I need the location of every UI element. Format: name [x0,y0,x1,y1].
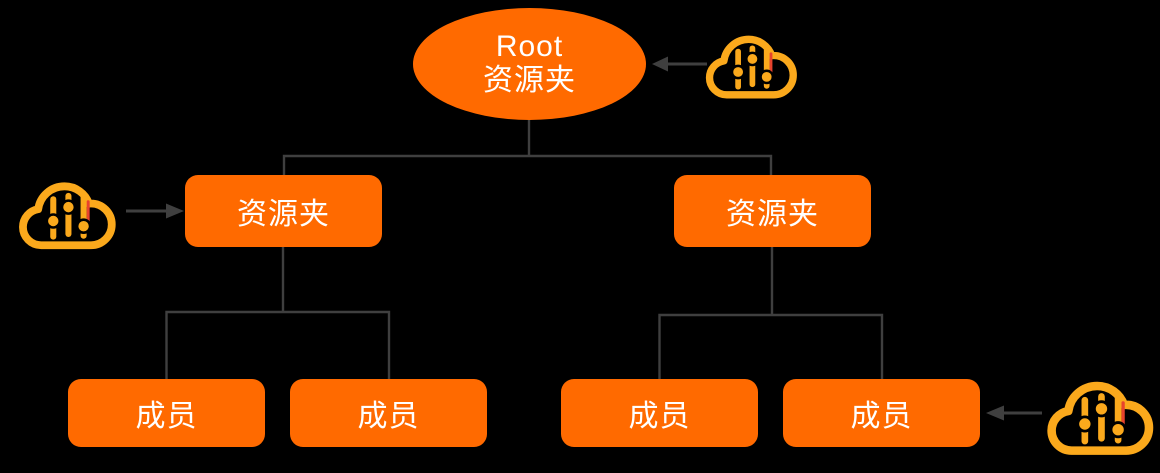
folder-node-left: 资源夹 [185,175,382,247]
connector-root-branch [282,154,773,176]
root-folder-title: Root [495,30,564,63]
member-label: 成员 [357,400,420,433]
cloud-sliders-icon [1044,367,1158,462]
folder-label: 资源夹 [237,198,330,231]
cloud-sliders-icon [16,169,120,256]
folder-label: 资源夹 [726,198,819,231]
member-node-3: 成员 [561,379,758,447]
member-node-2: 成员 [290,379,487,447]
arrow-cloud-to-left-folder [126,203,184,219]
connector-left-folder-branch [165,310,391,379]
folder-node-right: 资源夹 [674,175,871,247]
arrow-cloud-to-bottom-right-member [986,405,1042,421]
member-label: 成员 [850,400,913,433]
cloud-sliders-icon [703,23,801,105]
root-folder-subtitle: 资源夹 [483,64,576,97]
member-label: 成员 [628,400,691,433]
member-label: 成员 [135,400,198,433]
connector-right-folder-branch [658,313,884,379]
member-node-1: 成员 [68,379,265,447]
root-folder-node: Root 资源夹 [413,8,646,120]
member-node-4: 成员 [783,379,980,447]
arrow-cloud-to-root [652,56,707,72]
